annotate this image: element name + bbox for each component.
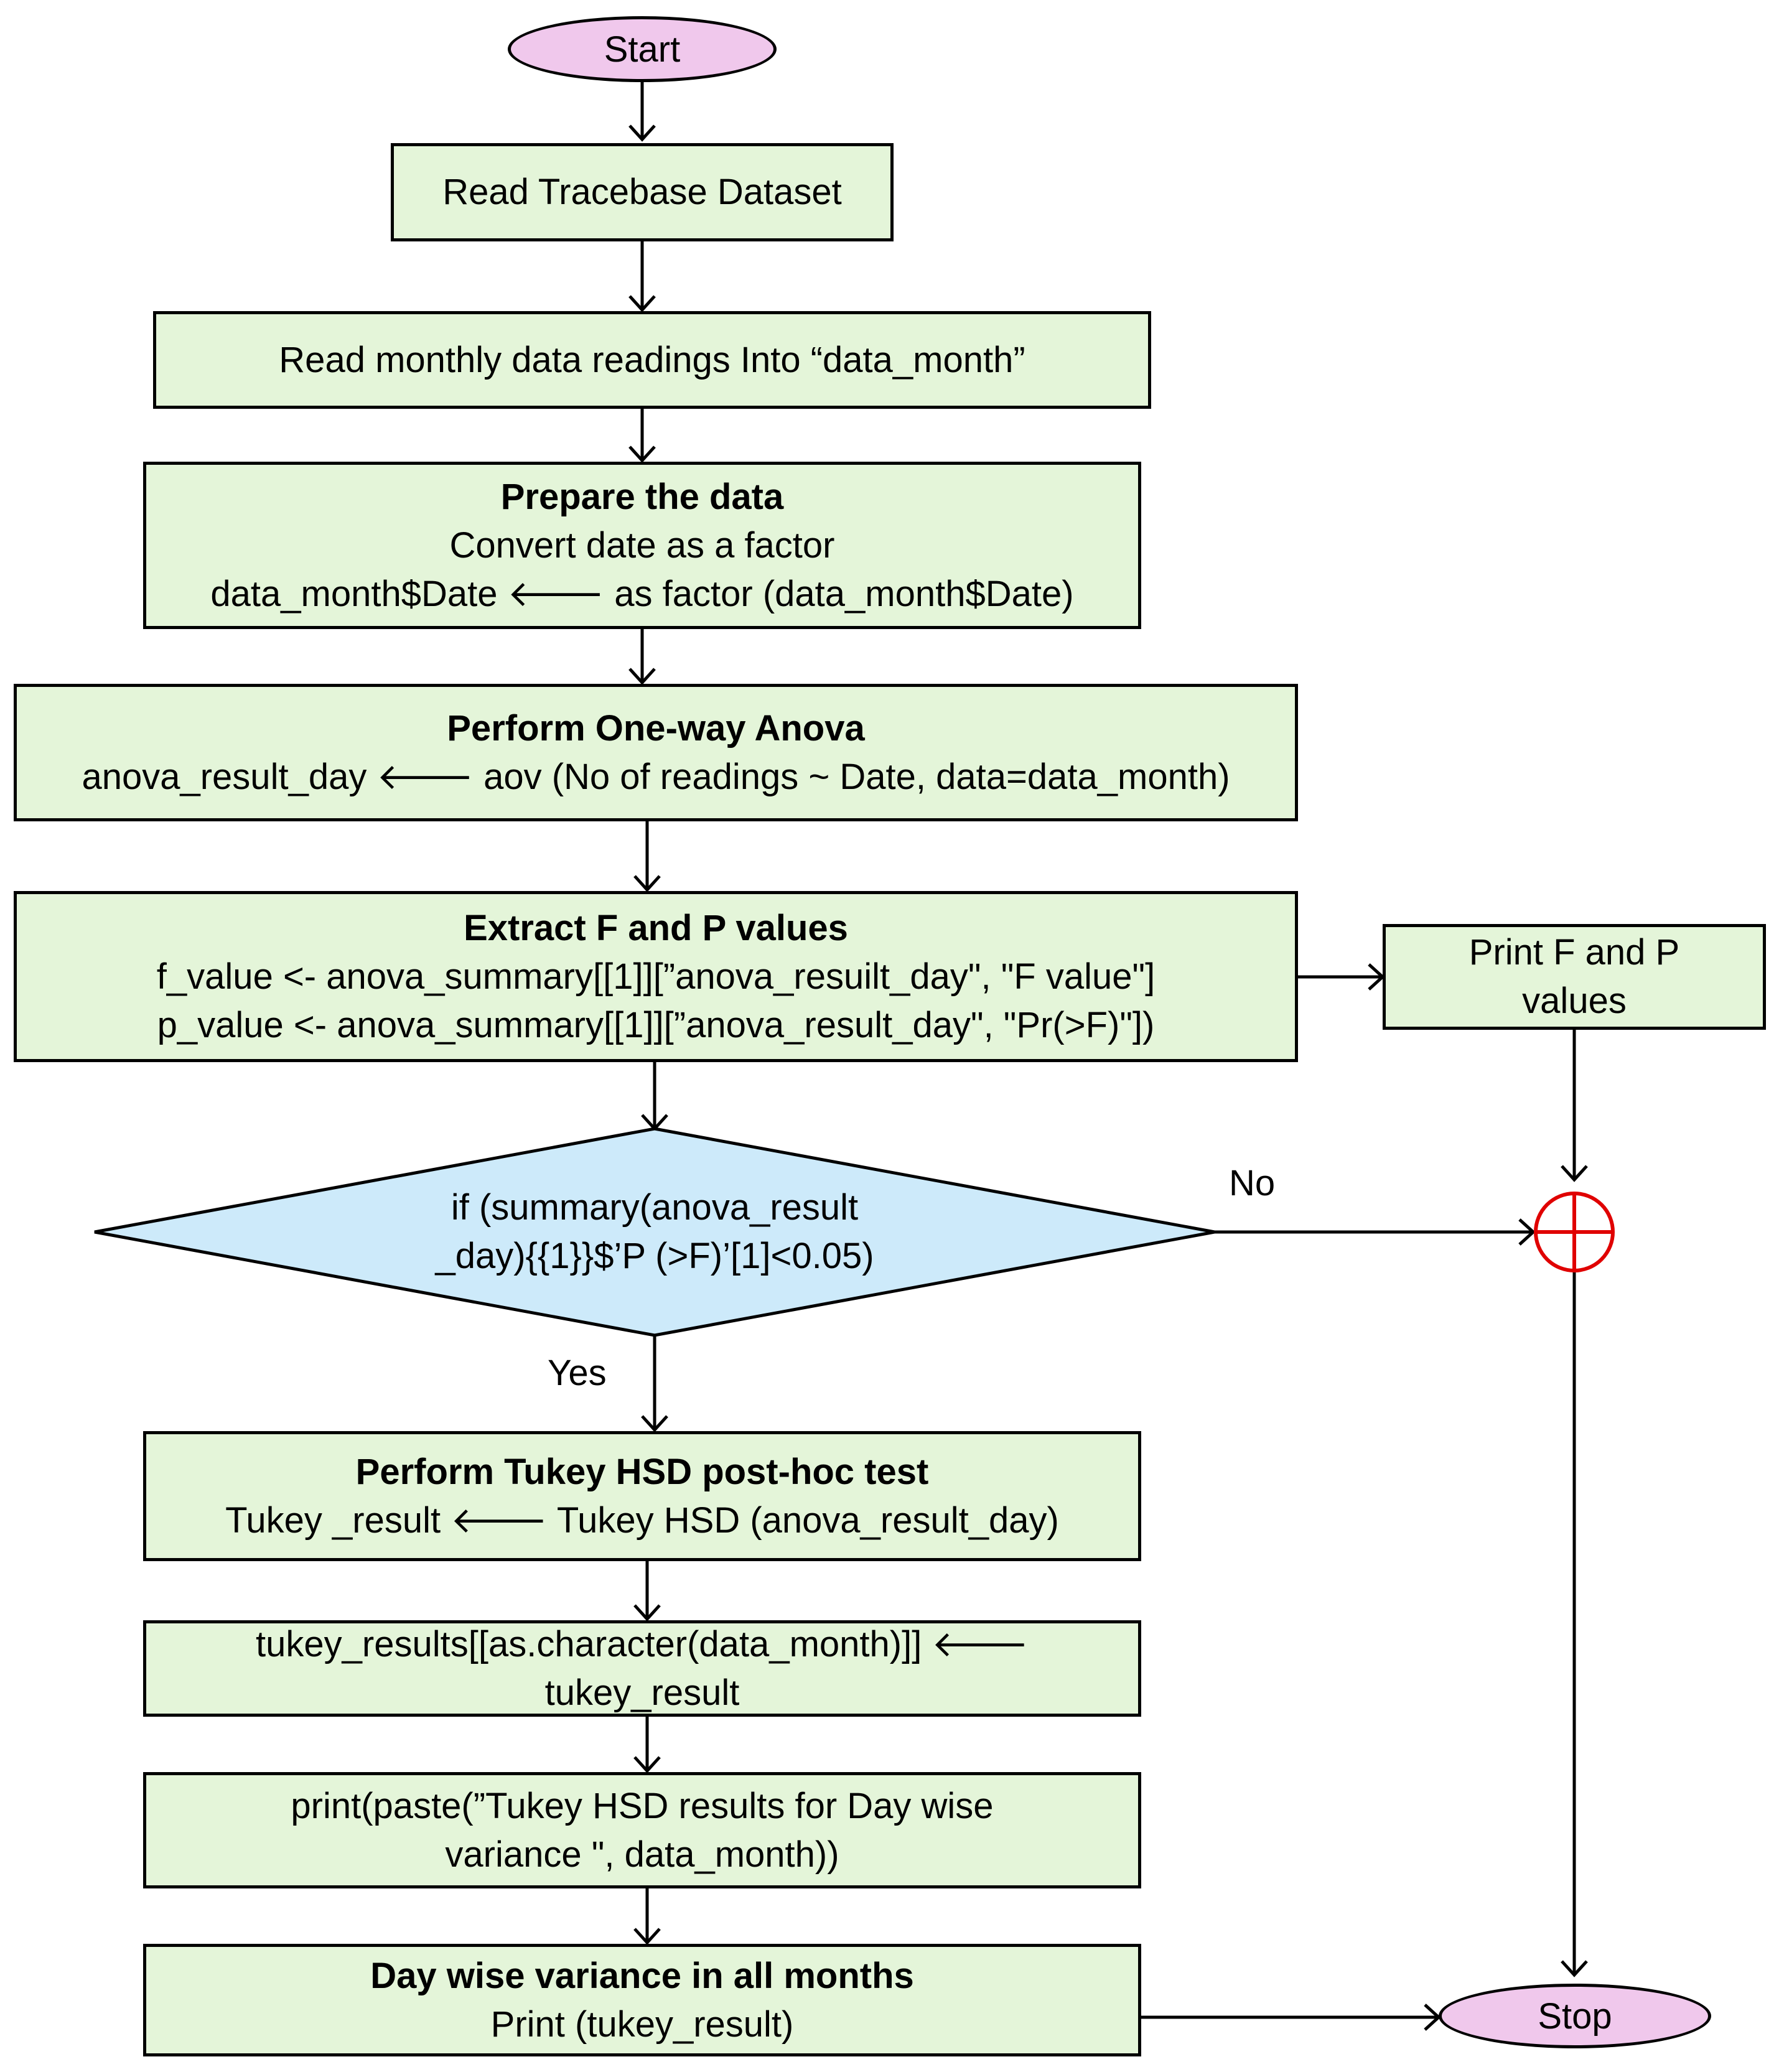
prepare-title: Prepare the data [500, 476, 784, 517]
extract-line2: p_value <- anova_summary[[1]][”anova_res… [157, 1004, 1155, 1045]
arrow-head [1561, 1165, 1588, 1182]
arrow-head [633, 1604, 661, 1622]
prepare-data-box: Prepare the data Convert date as a facto… [143, 462, 1141, 629]
decision-line2: _day){{1}}$’P (>F)’[1]<0.05) [435, 1236, 874, 1276]
start-label: Start [604, 29, 681, 70]
decision-text: if (summary(anova_result _day){{1}}$’P (… [281, 1183, 1028, 1281]
print-fp-line2: values [1522, 981, 1627, 1021]
tukey-results-line1: tukey_results[[as.character(data_month)]… [256, 1623, 1029, 1664]
print-paste-box: print(paste(”Tukey HSD results for Day w… [143, 1772, 1141, 1888]
read-dataset-box: Read Tracebase Dataset [391, 143, 894, 241]
arrow-head [628, 668, 656, 685]
merge-connector [1534, 1192, 1615, 1272]
arrow-head [633, 1928, 661, 1945]
arrow-head [628, 446, 656, 463]
arrow-head [628, 124, 656, 142]
tukey-test-box: Perform Tukey HSD post-hoc test Tukey _r… [143, 1431, 1141, 1561]
arrow-head [628, 295, 656, 312]
tukey-results-box: tukey_results[[as.character(data_month)]… [143, 1620, 1141, 1717]
read-monthly-box: Read monthly data readings Into “data_mo… [153, 311, 1151, 409]
print-paste-line2: variance ", data_month)) [445, 1834, 839, 1875]
print-fp-box: Print F and P values [1383, 924, 1766, 1030]
day-wise-box: Day wise variance in all months Print (t… [143, 1944, 1141, 2056]
stop-label: Stop [1538, 1995, 1612, 2037]
read-dataset-label: Read Tracebase Dataset [442, 172, 842, 212]
day-wise-line1: Print (tukey_result) [490, 2004, 794, 2045]
decision-line1: if (summary(anova_result [451, 1187, 859, 1228]
extract-values-box: Extract F and P values f_value <- anova_… [14, 891, 1298, 1062]
arrow-head [641, 1415, 668, 1432]
read-monthly-label: Read monthly data readings Into “data_mo… [279, 339, 1025, 380]
tukey-results-line2: tukey_result [544, 1672, 740, 1713]
no-label: No [1229, 1163, 1276, 1203]
extract-title: Extract F and P values [464, 907, 848, 948]
print-fp-line1: Print F and P [1468, 932, 1680, 973]
extract-line1: f_value <- anova_summary[[1]][”anova_res… [156, 956, 1156, 997]
arrow-head [1518, 1218, 1536, 1246]
anova-box: Perform One-way Anova anova_result_day 🡐… [14, 684, 1298, 821]
arrow-head [1561, 1960, 1588, 1977]
start-terminal: Start [508, 16, 777, 82]
tukey-line1: Tukey _result 🡐 Tukey HSD (anova_result_… [225, 1500, 1059, 1541]
anova-line1: anova_result_day 🡐 aov (No of readings ~… [82, 756, 1230, 797]
print-paste-line1: print(paste(”Tukey HSD results for Day w… [291, 1785, 994, 1826]
prepare-line2: data_month$Date 🡐 as factor (data_month$… [210, 573, 1074, 614]
anova-title: Perform One-way Anova [447, 707, 865, 749]
decision-diamond [94, 1127, 1215, 1337]
yes-label: Yes [548, 1353, 607, 1393]
arrow-head [633, 875, 661, 892]
day-wise-title: Day wise variance in all months [370, 1955, 914, 1996]
stop-terminal: Stop [1439, 1984, 1711, 2048]
arrow-head [633, 1756, 661, 1773]
prepare-line1: Convert date as a factor [449, 525, 835, 566]
tukey-title: Perform Tukey HSD post-hoc test [355, 1451, 929, 1492]
